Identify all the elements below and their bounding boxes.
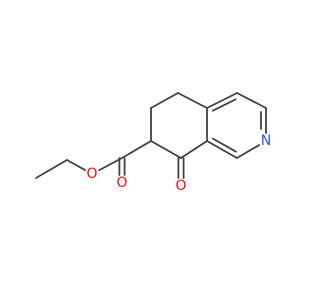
bond-o_ester-c_carbonyl bbox=[98, 157, 123, 172]
bond-c_carbonyl-c7 bbox=[121, 140, 152, 159]
bond-c6-c5 bbox=[150, 92, 179, 109]
bond-layer bbox=[35, 92, 267, 179]
bond-c4a-c4 bbox=[206, 92, 238, 109]
atom-label-layer: O O N O bbox=[86, 133, 271, 194]
atom-label-o-carbonyl: O bbox=[116, 175, 127, 191]
bond-c5-c4a bbox=[177, 92, 208, 109]
bond-c4a-c4-inner bbox=[211, 98, 237, 112]
bond-c8a-c8 bbox=[180, 140, 208, 159]
bond-n2-c1 bbox=[236, 144, 261, 159]
bond-c1-c8a bbox=[206, 140, 238, 159]
molecule-structure: O O N O bbox=[35, 92, 271, 194]
bond-c_ethyl-o_ester bbox=[66, 159, 86, 171]
bond-c_methyl-c_ethyl bbox=[35, 159, 68, 179]
atom-label-o-ester: O bbox=[86, 166, 97, 182]
bond-c8-c7 bbox=[150, 140, 182, 159]
atom-label-n2: N bbox=[261, 133, 271, 149]
atom-label-o-ketone: O bbox=[175, 178, 186, 194]
bond-c4-c3 bbox=[236, 92, 267, 109]
bond-c1-c8a-inner bbox=[212, 137, 237, 153]
